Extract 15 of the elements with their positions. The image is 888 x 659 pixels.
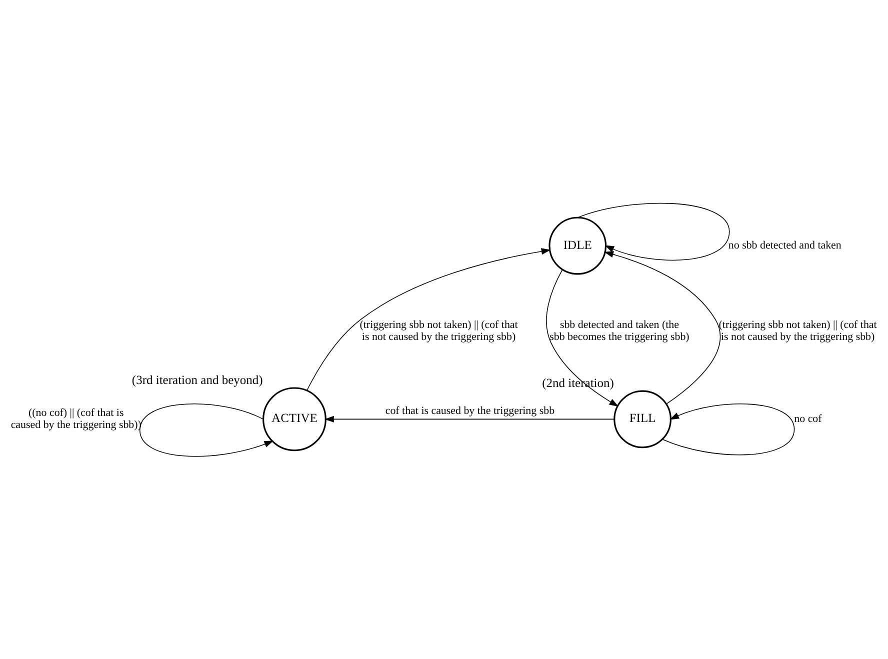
- edge-label: (triggering sbb not taken) || (cof that is not caused by the triggering sbb): [718, 318, 877, 342]
- edge-label: no cof: [794, 412, 822, 425]
- edge-label: (triggering sbb not taken) || (cof that is not caused by the triggering sbb): [360, 318, 518, 342]
- edge-label: cof that is caused by the triggering sbb: [385, 404, 555, 416]
- node-circle: FILL: [614, 390, 672, 448]
- arrow: [604, 250, 721, 404]
- edge-label: ((no cof) || (cof that is caused by the triggering sbb)): [10, 406, 142, 430]
- node-circle: IDLE: [548, 216, 607, 274]
- node-label: (3rd iteration and beyond): [132, 372, 263, 387]
- edge-label: sbb detected and taken (the sbb becomes the triggering sbb): [550, 318, 690, 342]
- arrow: [306, 248, 551, 390]
- arrow: [324, 415, 615, 422]
- edge-label: no sbb detected and taken: [728, 239, 842, 252]
- arrow: [139, 403, 274, 456]
- arrow: [546, 268, 619, 406]
